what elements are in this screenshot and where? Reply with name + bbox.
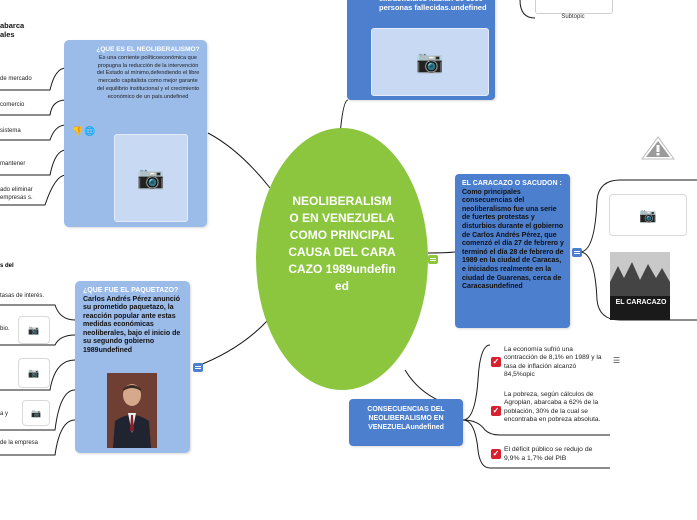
left-bottom-item-1: tasas de interés. bbox=[0, 293, 45, 299]
camera-icon: 📷 bbox=[137, 165, 165, 190]
consecuencias-item-1[interactable]: La economía sufrió una contracción de 8,… bbox=[504, 346, 602, 379]
subtopic-node[interactable] bbox=[535, 0, 613, 14]
caracazo-heading: EL CARACAZO O SACUDON : bbox=[462, 180, 562, 187]
neoliberalismo-node[interactable]: ¿QUE ES EL NEOLIBERALISMO? Es una corrie… bbox=[64, 40, 207, 227]
left-bottom-item-2: bio. bbox=[0, 326, 10, 332]
globe-icon: 🌐 bbox=[84, 126, 96, 136]
consecuencias-node[interactable]: CONSECUENCIAS DEL NEOLIBERALISMO EN VENE… bbox=[349, 399, 463, 446]
caracazo-notes-handle[interactable] bbox=[572, 248, 582, 257]
camera-icon: 📷 bbox=[31, 408, 41, 418]
caracazo-photo-placeholder: 📷 bbox=[609, 194, 687, 236]
consecuencias-title: CONSECUENCIAS DEL NEOLIBERALISMO EN VENE… bbox=[367, 406, 445, 431]
top-node-photo: 📷 bbox=[371, 28, 489, 96]
paquetazo-node[interactable]: ¿QUE FUE EL PAQUETAZO? Carlos Andrés Pér… bbox=[75, 281, 190, 453]
neoliberalismo-question: ¿QUE ES EL NEOLIBERALISMO? bbox=[96, 46, 200, 53]
central-notes-handle[interactable] bbox=[428, 255, 438, 264]
paquetazo-body: Carlos Andrés Pérez anunció su prometido… bbox=[83, 295, 181, 354]
paquetazo-text: ¿QUE FUE EL PAQUETAZO? Carlos Andrés Pér… bbox=[83, 287, 185, 355]
left-top-item-2: comercio bbox=[0, 102, 25, 108]
neoliberalismo-photo: 📷 bbox=[114, 134, 188, 222]
central-topic[interactable] bbox=[256, 128, 428, 390]
left-top-item-1: de mercado bbox=[0, 76, 32, 82]
left-bottom-photo-3: 📷 bbox=[22, 400, 50, 426]
left-top-heading: abarca ales bbox=[0, 21, 25, 39]
warning-icon bbox=[641, 136, 675, 165]
neoliberalismo-text: ¿QUE ES EL NEOLIBERALISMO? Es una corrie… bbox=[94, 46, 202, 102]
left-top-item-4: mantener bbox=[0, 161, 26, 167]
left-bottom-item-4: a y bbox=[0, 411, 9, 417]
caracazo-text: EL CARACAZO O SACUDON : Como principales… bbox=[462, 180, 566, 292]
left-bottom-heading: s del bbox=[0, 263, 14, 269]
checkmark-icon: ✓ bbox=[491, 449, 501, 459]
caracazo-photo: EL CARACAZO bbox=[610, 252, 670, 320]
consecuencias-item-3[interactable]: El déficit público se redujo de 9,9% a 1… bbox=[504, 446, 593, 462]
top-node-text: extraoficiales hablan de 3500 personas f… bbox=[379, 0, 487, 12]
neoliberalismo-body: Es una corriente políticoeconómica que p… bbox=[96, 54, 200, 100]
president-portrait bbox=[107, 373, 157, 448]
caracazo-node[interactable]: EL CARACAZO O SACUDON : Como principales… bbox=[455, 174, 570, 328]
camera-icon: 📷 bbox=[416, 49, 444, 74]
checkmark-icon: ✓ bbox=[491, 406, 501, 416]
paquetazo-question: ¿QUE FUE EL PAQUETAZO? bbox=[83, 287, 179, 294]
top-node-fatalities[interactable]: extraoficiales hablan de 3500 personas f… bbox=[347, 0, 495, 100]
left-top-item-3: sistema bbox=[0, 128, 21, 134]
caracazo-body: Como principales consecuencias del neoli… bbox=[462, 188, 564, 291]
left-bottom-photo-1: 📷 bbox=[18, 316, 50, 344]
central-topic-title: NEOLIBERALISMO EN VENEZUELA COMO PRINCIP… bbox=[288, 194, 396, 293]
caracazo-photo-caption: EL CARACAZO bbox=[615, 299, 667, 306]
paquetazo-notes-handle[interactable] bbox=[193, 363, 203, 372]
paquetazo-photo bbox=[107, 373, 157, 448]
camera-icon: 📷 bbox=[28, 324, 40, 335]
left-bottom-item-5: de la empresa bbox=[0, 440, 39, 446]
camera-icon: 📷 bbox=[639, 206, 657, 223]
subtopic-label: Subtopic bbox=[561, 14, 585, 20]
notes-icon: ☰ bbox=[613, 356, 621, 365]
checkmark-icon: ✓ bbox=[491, 357, 501, 367]
left-bottom-photo-2: 📷 bbox=[18, 358, 50, 388]
camera-icon: 📷 bbox=[28, 367, 40, 378]
left-top-item-5: ado eliminar empresas s. bbox=[0, 187, 33, 201]
thumbs-up-icon: 👎 bbox=[72, 126, 84, 136]
consecuencias-item-2[interactable]: La pobreza, según cálculos de Agroplan, … bbox=[504, 391, 601, 424]
